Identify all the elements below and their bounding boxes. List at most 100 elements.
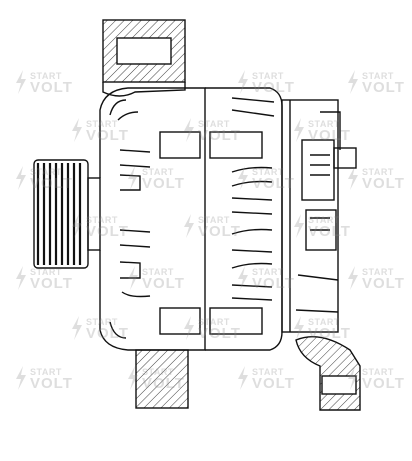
watermark-line2: VOLT <box>86 127 129 144</box>
watermark-line1: START <box>86 119 118 129</box>
watermark-line1: START <box>198 317 230 327</box>
watermark-line1: START <box>252 267 284 277</box>
lightning-icon <box>72 214 82 238</box>
lightning-icon <box>184 118 194 142</box>
lower-mount-ear <box>135 349 189 409</box>
watermark-line1: START <box>86 215 118 225</box>
lightning-icon <box>72 118 82 142</box>
lightning-icon <box>238 366 248 390</box>
watermark-line1: START <box>30 367 62 377</box>
watermark-line2: VOLT <box>142 175 185 192</box>
watermark-line2: VOLT <box>30 175 73 192</box>
watermark-line2: VOLT <box>30 375 73 392</box>
watermark-line2: VOLT <box>362 175 405 192</box>
lightning-icon <box>348 166 358 190</box>
lightning-icon <box>348 266 358 290</box>
lightning-icon <box>348 70 358 94</box>
watermark-line2: VOLT <box>252 79 295 96</box>
pulley <box>33 159 101 269</box>
lightning-icon <box>128 266 138 290</box>
lightning-icon <box>184 316 194 340</box>
watermark-line1: START <box>30 167 62 177</box>
lightning-icon <box>128 166 138 190</box>
watermark-line2: VOLT <box>252 175 295 192</box>
watermark-line1: START <box>198 215 230 225</box>
watermark-line2: VOLT <box>308 223 351 240</box>
lightning-icon <box>16 166 26 190</box>
lightning-icon <box>294 118 304 142</box>
watermark-line1: START <box>308 119 340 129</box>
watermark-line2: VOLT <box>198 127 241 144</box>
watermark-line2: VOLT <box>30 275 73 292</box>
watermark-line2: VOLT <box>308 127 351 144</box>
watermark-line1: START <box>252 71 284 81</box>
rear-mount-ear <box>295 336 361 411</box>
lightning-icon <box>72 316 82 340</box>
watermark-line2: VOLT <box>142 375 185 392</box>
lightning-icon <box>238 166 248 190</box>
upper-mount-ear <box>102 19 186 97</box>
lightning-icon <box>294 214 304 238</box>
lightning-icon <box>238 70 248 94</box>
watermark-line2: VOLT <box>198 325 241 342</box>
lightning-icon <box>16 266 26 290</box>
watermark-line1: START <box>252 167 284 177</box>
watermark-line2: VOLT <box>362 79 405 96</box>
lightning-icon <box>294 316 304 340</box>
lightning-icon <box>16 70 26 94</box>
watermark-line2: VOLT <box>86 325 129 342</box>
watermark-line1: START <box>362 267 394 277</box>
watermark-line1: START <box>30 71 62 81</box>
watermark-line2: VOLT <box>362 275 405 292</box>
watermark-line1: START <box>142 167 174 177</box>
watermark-line1: START <box>30 267 62 277</box>
regulator-assembly <box>281 99 357 333</box>
watermark-line1: START <box>86 317 118 327</box>
watermark-line1: START <box>198 119 230 129</box>
watermark-line2: VOLT <box>308 325 351 342</box>
lightning-icon <box>348 366 358 390</box>
watermark-line2: VOLT <box>252 375 295 392</box>
watermark-line1: START <box>142 267 174 277</box>
watermark-line2: VOLT <box>30 79 73 96</box>
watermark-line1: START <box>142 367 174 377</box>
lightning-icon <box>238 266 248 290</box>
watermark-line1: START <box>308 317 340 327</box>
watermark-line1: START <box>308 215 340 225</box>
watermark-line1: START <box>252 367 284 377</box>
lightning-icon <box>16 366 26 390</box>
watermark-line2: VOLT <box>142 275 185 292</box>
lightning-icon <box>128 366 138 390</box>
lightning-icon <box>184 214 194 238</box>
watermark-line2: VOLT <box>362 375 405 392</box>
watermark-line2: VOLT <box>198 223 241 240</box>
watermark-line1: START <box>362 71 394 81</box>
watermark-line2: VOLT <box>86 223 129 240</box>
watermark-line1: START <box>362 167 394 177</box>
watermark-line2: VOLT <box>252 275 295 292</box>
